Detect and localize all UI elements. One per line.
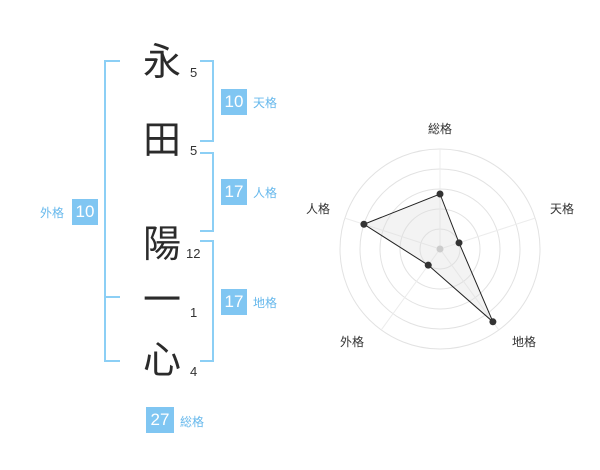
radar-data-polygon	[362, 193, 494, 323]
name-char-3: 陽	[142, 222, 181, 266]
tenkaku-bracket	[200, 60, 214, 142]
radar-center-dot	[436, 245, 444, 253]
name-char-1: 永	[142, 40, 181, 84]
chikaku-label: 地格	[253, 296, 278, 310]
gaikaku-badge: 10	[72, 199, 98, 225]
stroke-count-3: 12	[186, 246, 201, 261]
gaikaku-label: 外格	[40, 206, 65, 220]
chikaku-badge: 17	[221, 289, 247, 315]
axis-label-chikaku: 地格	[512, 334, 536, 349]
name-char-4: 一	[142, 278, 181, 322]
axis-label-tenkaku: 天格	[550, 201, 574, 216]
radar-point-2	[489, 318, 497, 326]
jinkaku-badge: 17	[221, 179, 247, 205]
tenkaku-label: 天格	[253, 96, 278, 110]
soukaku-badge: 27	[146, 407, 174, 433]
radar-points	[360, 190, 497, 326]
gaikaku-bracket	[104, 60, 120, 362]
name-char-5: 心	[142, 338, 181, 382]
stroke-count-4: 1	[190, 305, 198, 320]
axis-label-jinkaku: 人格	[306, 201, 330, 216]
chikaku-bracket	[200, 240, 214, 362]
stroke-count-1: 5	[190, 65, 198, 80]
soukaku-label: 総格	[180, 415, 205, 429]
tenkaku-badge: 10	[221, 89, 247, 115]
name-char-2: 田	[142, 118, 181, 162]
radar-axis-line	[439, 248, 500, 331]
stroke-count-2: 5	[190, 143, 198, 158]
radar-point-0	[436, 190, 444, 198]
radar-point-3	[424, 261, 432, 269]
jinkaku-label: 人格	[253, 186, 278, 200]
radar-point-4	[360, 220, 368, 228]
stroke-count-5: 4	[190, 364, 198, 379]
jinkaku-bracket	[200, 152, 214, 232]
gaikaku-bracket-split	[104, 296, 120, 298]
radar-chart: 総格 天格 地格 外格 人格	[306, 121, 574, 350]
axis-label-soukaku: 総格	[428, 121, 452, 136]
radar-point-1	[455, 239, 463, 247]
axis-label-gaikaku: 外格	[340, 334, 364, 349]
